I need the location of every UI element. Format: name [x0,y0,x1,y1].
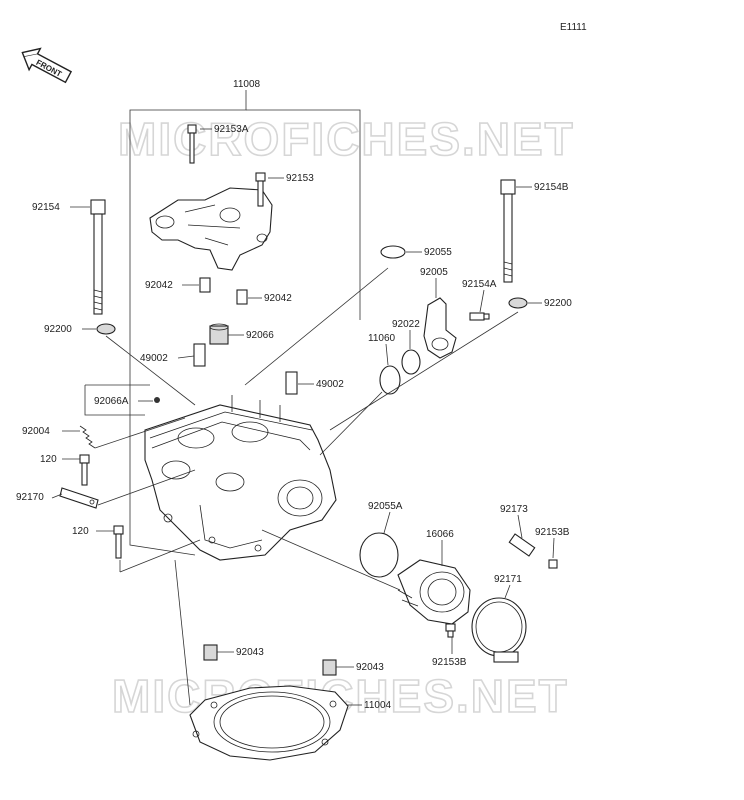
label-92153A[interactable]: 92153A [214,124,249,135]
label-92055[interactable]: 92055 [424,247,452,258]
dowel-92042-a-icon [199,277,211,293]
diagram-code: E1111 [560,22,587,33]
spring-92004-icon [79,425,96,449]
bolt-92153B-lower-icon [445,623,456,638]
label-49002-right[interactable]: 49002 [316,379,344,390]
label-120-upper[interactable]: 120 [40,454,57,465]
label-120-lower[interactable]: 120 [72,526,89,537]
front-arrow-icon: FRONT [21,47,73,84]
label-92173[interactable]: 92173 [500,504,528,515]
ring-11060-icon [379,365,401,395]
camshaft-cap [149,187,273,271]
label-92043-right[interactable]: 92043 [356,662,384,673]
holder-16066 [397,559,471,625]
cylinder-head [144,395,337,561]
label-92042-right[interactable]: 92042 [264,293,292,304]
label-11004[interactable]: 11004 [364,700,392,711]
clamp-92171-icon [471,597,527,663]
part-labels: 11008 92153A 92153 92154 92154B 92055 92… [16,79,572,711]
gasket-92055A-icon [359,532,399,578]
label-11008[interactable]: 11008 [233,79,261,90]
label-92200-left[interactable]: 92200 [44,324,72,335]
sleeve-92173-icon [508,533,536,557]
label-92200-right[interactable]: 92200 [544,298,572,309]
bolt-92153B-upper-icon [548,559,558,569]
dowel-92042-b-icon [236,289,248,305]
ball-92066A-icon [154,397,160,403]
bracket-11008 [129,90,361,556]
label-92043-left[interactable]: 92043 [236,647,264,658]
label-92022[interactable]: 92022 [392,319,420,330]
label-92153B-lower[interactable]: 92153B [432,657,467,668]
plug-92066-icon [209,323,229,345]
label-92171[interactable]: 92171 [494,574,522,585]
bolt-120-b-icon [113,525,124,559]
bolt-92154B-icon [500,179,516,283]
bolt-92153-icon [255,172,266,207]
label-92066A[interactable]: 92066A [94,396,129,407]
bolt-92154-icon [90,199,106,315]
plate-92170-icon [59,487,99,509]
leader-lines [84,267,519,706]
label-92170[interactable]: 92170 [16,492,44,503]
ring-92022-icon [401,349,421,375]
oring-92055-icon [380,245,406,259]
label-92154A[interactable]: 92154A [462,279,497,290]
label-92004[interactable]: 92004 [22,426,50,437]
label-92153B-upper[interactable]: 92153B [535,527,570,538]
label-92066[interactable]: 92066 [246,330,274,341]
tensioner-92005 [423,297,457,359]
label-16066[interactable]: 16066 [426,529,454,540]
dowel-92043-b-icon [322,659,337,676]
watermark-top: MICROFICHES.NET [118,113,575,165]
dowel-92043-a-icon [203,644,218,661]
bolt-120-a-icon [79,454,90,486]
bolt-92153A-icon [187,124,197,164]
washer-92200-right-icon [508,297,528,309]
head-gasket-11004 [189,685,349,761]
label-92154[interactable]: 92154 [32,202,60,213]
label-49002-left[interactable]: 49002 [140,353,168,364]
label-leaders [51,128,555,706]
bolt-92154A-icon [469,312,490,321]
guide-49002-right-icon [285,371,298,395]
label-92042-left[interactable]: 92042 [145,280,173,291]
guide-49002-left-icon [193,343,206,367]
label-92005[interactable]: 92005 [420,267,448,278]
label-92153[interactable]: 92153 [286,173,314,184]
label-92055A[interactable]: 92055A [368,501,403,512]
washer-92200-left-icon [96,323,116,335]
label-92154B[interactable]: 92154B [534,182,569,193]
label-11060[interactable]: 11060 [368,333,396,344]
